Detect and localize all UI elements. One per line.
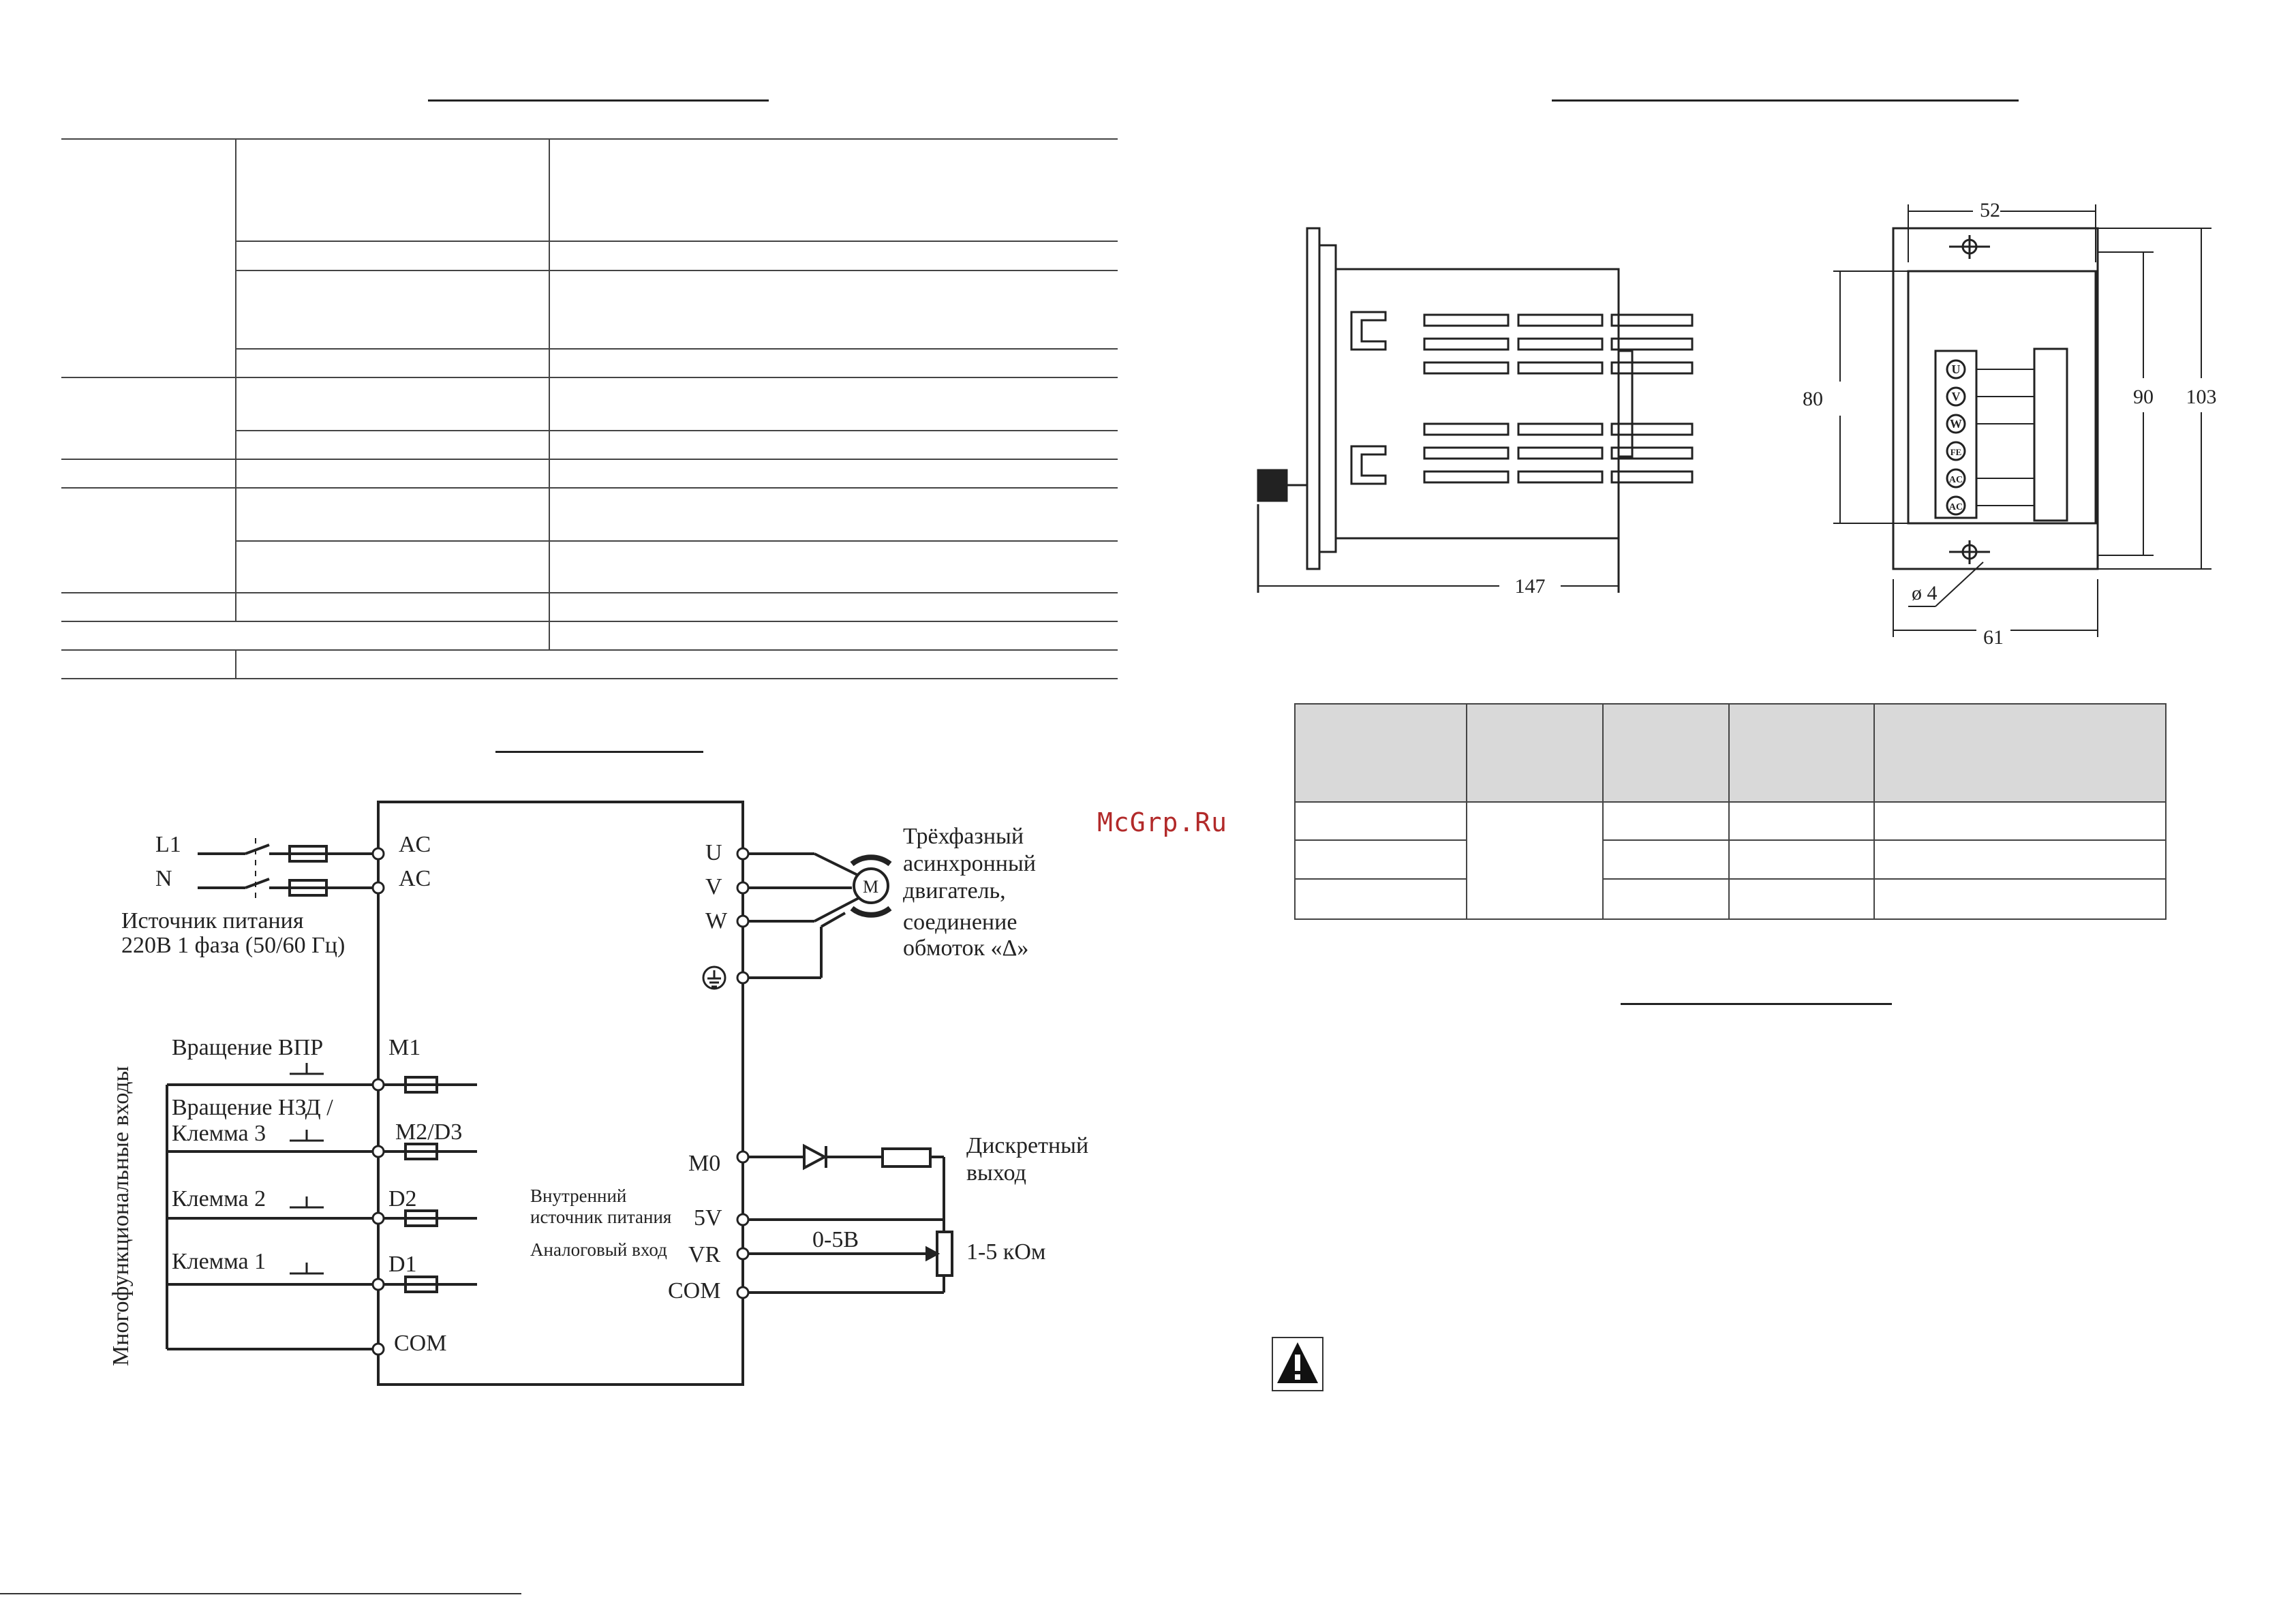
section-title-rule-4: [1621, 1003, 1892, 1005]
wiring-diagram: L1 N Источник питания 220В 1 фаза (50/60…: [108, 801, 1088, 1386]
label-d2: D2: [388, 1186, 417, 1211]
label-discrete-1: Дискретный: [966, 1133, 1088, 1158]
tb-ac2: AC: [1949, 502, 1963, 512]
label-com-left: COM: [394, 1331, 446, 1356]
label-ac1: AC: [399, 832, 431, 857]
label-discrete-2: выход: [966, 1160, 1026, 1186]
label-d1: D1: [388, 1252, 417, 1277]
label-analog: Аналоговый вход: [530, 1239, 667, 1260]
section-title-rule-1: [428, 99, 769, 102]
tb-w: W: [1950, 417, 1962, 431]
label-term2: Клемма 2: [172, 1186, 266, 1211]
warning-triangle-icon: [1272, 1337, 1323, 1391]
label-vr: VR: [688, 1242, 721, 1267]
label-rev-2: Клемма 3: [172, 1121, 266, 1146]
label-internal-1: Внутренний: [530, 1186, 626, 1206]
motor-line4: соединение: [903, 910, 1017, 935]
label-range: 0-5В: [812, 1227, 859, 1252]
dim-height-103: 103: [2186, 386, 2217, 408]
motor-line5: обмоток «Δ»: [903, 936, 1028, 961]
footnote-rule: [0, 1593, 521, 1594]
label-5v: 5V: [694, 1205, 722, 1231]
label-pot: 1-5 кОм: [966, 1239, 1045, 1265]
motor-symbol: M: [863, 877, 878, 897]
dimension-drawing: 52 61 80 90 103 147 ø 4 U V W FE AC AC: [1257, 199, 2217, 649]
label-ac2: AC: [399, 866, 431, 891]
motor-line2: асинхронный: [903, 851, 1036, 876]
label-m1: M1: [388, 1035, 420, 1060]
label-v: V: [705, 874, 722, 899]
tb-ac1: AC: [1949, 475, 1963, 485]
tb-u: U: [1952, 362, 1961, 376]
dim-hole: ø 4: [1912, 582, 1938, 604]
label-n: N: [155, 866, 172, 891]
label-m2d3: M2/D3: [395, 1119, 462, 1145]
label-w: W: [705, 908, 728, 933]
dim-width-top: 52: [1980, 199, 2000, 221]
section-title-rule-3: [1552, 99, 2019, 102]
motor-line3: двигатель,: [903, 878, 1006, 903]
dim-height-90: 90: [2133, 386, 2154, 408]
label-source-1: Источник питания: [121, 908, 304, 933]
label-rev-1: Вращение НЗД /: [172, 1095, 333, 1120]
dim-height-80: 80: [1803, 388, 1823, 410]
label-term1: Клемма 1: [172, 1249, 266, 1274]
label-source-2: 220В 1 фаза (50/60 Гц): [121, 933, 345, 958]
spec-table: [61, 138, 1118, 680]
label-internal-2: источник питания: [530, 1207, 671, 1227]
label-multifunction-inputs: Многофункциональные входы: [108, 1066, 134, 1366]
model-table: [1294, 703, 2167, 920]
label-l1: L1: [155, 832, 181, 857]
label-m0: M0: [688, 1151, 720, 1176]
label-com-right: COM: [668, 1278, 720, 1303]
dim-length: 147: [1515, 575, 1546, 598]
earth-icon: [702, 965, 726, 990]
watermark: McGrp.Ru: [1097, 807, 1228, 837]
motor-line1: Трёхфазный: [903, 824, 1024, 849]
dim-width-bottom: 61: [1983, 626, 2004, 649]
label-u: U: [705, 840, 722, 865]
tb-v: V: [1952, 390, 1961, 403]
section-title-rule-2: [495, 751, 703, 753]
tb-fe: FE: [1950, 447, 1962, 457]
label-fwd: Вращение ВПР: [172, 1035, 323, 1060]
